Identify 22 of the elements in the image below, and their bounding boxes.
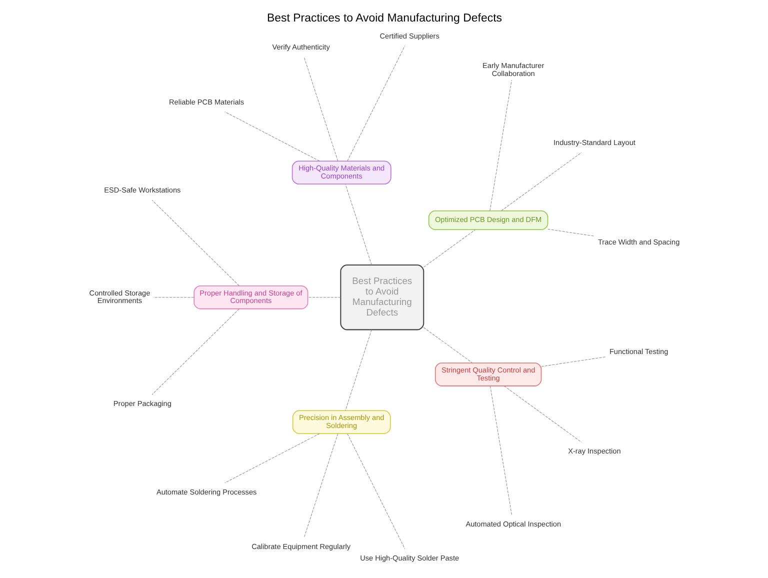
connector	[303, 433, 338, 538]
connector	[344, 184, 372, 266]
connector	[422, 327, 472, 364]
connector	[151, 200, 239, 286]
connector	[152, 297, 194, 298]
diagram-title: Best Practices to Avoid Manufacturing Defects	[266, 12, 502, 25]
connector	[344, 330, 372, 411]
connector	[489, 80, 512, 212]
connector	[224, 433, 320, 484]
connector	[489, 386, 512, 516]
connector	[500, 152, 582, 212]
connector	[547, 228, 594, 236]
connector	[224, 112, 320, 162]
connector	[303, 56, 338, 162]
node-box: Best Practices to Avoid Manufacturing Defects	[340, 264, 424, 330]
connector	[346, 433, 405, 550]
connector	[540, 356, 606, 367]
connector	[422, 229, 475, 268]
connector	[503, 386, 582, 442]
connector	[346, 46, 405, 162]
connector	[307, 297, 340, 298]
connector	[151, 308, 239, 395]
